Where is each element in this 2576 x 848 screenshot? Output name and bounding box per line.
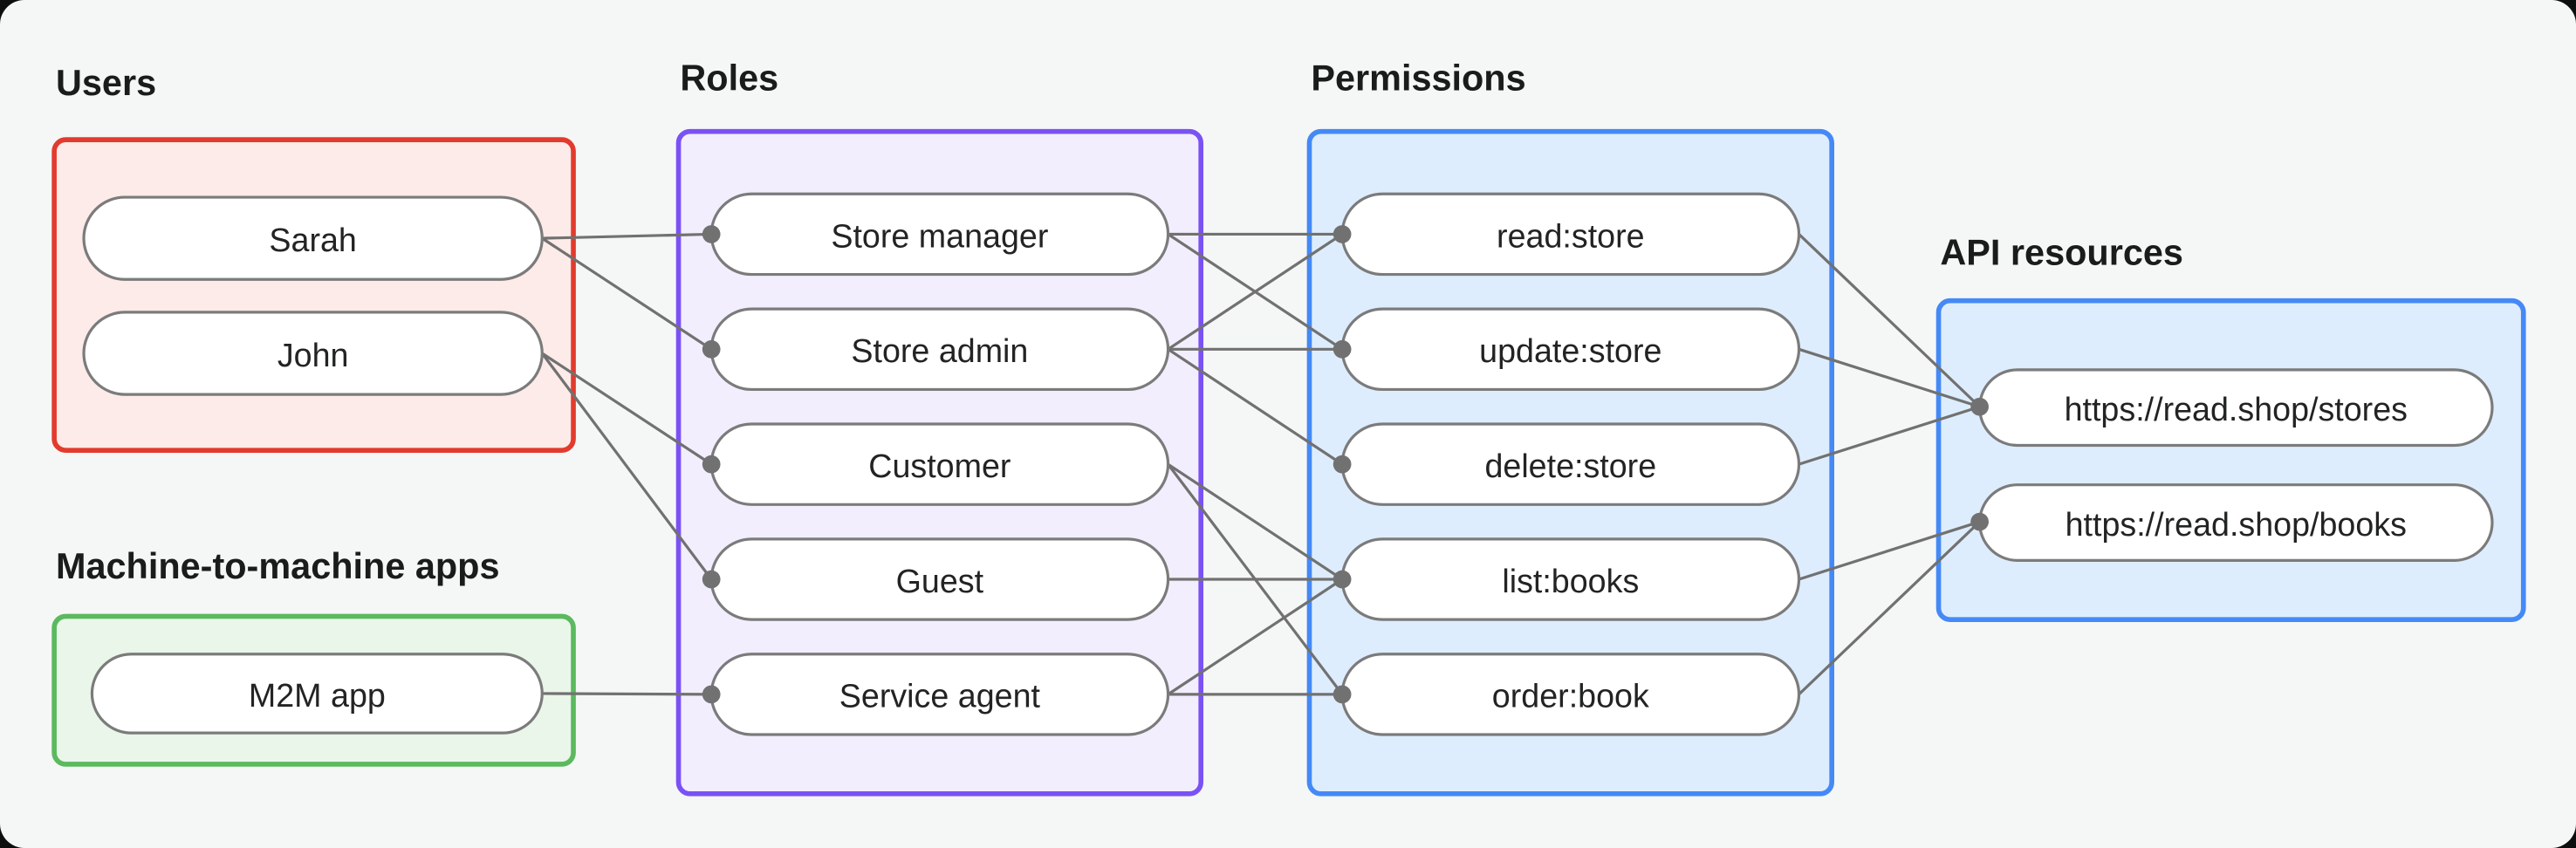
edge-sarah-store-manager	[542, 232, 712, 240]
node-store-admin-label: Store admin	[851, 332, 1028, 369]
connection-dot-update-store	[1333, 339, 1352, 359]
connection-dot-guest	[702, 570, 721, 589]
group-users-label: Users	[56, 62, 156, 103]
node-m2m-app-pill	[90, 653, 544, 735]
group-permissions-label: Permissions	[1311, 58, 1525, 99]
node-books-api: https://read.shop/books	[1977, 483, 2494, 562]
node-read-store: read:store	[1340, 192, 1801, 277]
node-sarah-pill	[82, 195, 544, 281]
node-sarah-label: Sarah	[269, 222, 356, 258]
node-update-store: update:store	[1340, 307, 1801, 392]
node-stores-api: https://read.shop/stores	[1977, 368, 2494, 448]
connection-dot-list-books	[1333, 570, 1352, 589]
edge-store-admin-read-store	[1167, 233, 1344, 351]
node-delete-store-label: delete:store	[1484, 448, 1656, 484]
connection-dot-books-api	[1970, 512, 1989, 531]
node-store-admin: Store admin	[709, 307, 1170, 392]
node-books-api-label: https://read.shop/books	[2066, 506, 2407, 543]
connection-dot-order-book	[1333, 685, 1352, 704]
edge-list-books-books-api	[1798, 520, 1981, 581]
connection-dot-service-agent	[702, 685, 721, 704]
node-read-store-label: read:store	[1497, 217, 1644, 254]
edge-sarah-store-admin	[541, 236, 713, 351]
node-customer-label: Customer	[868, 448, 1011, 484]
edge-delete-store-stores-api	[1798, 405, 1981, 466]
node-list-books: list:books	[1340, 537, 1801, 621]
group-m2m-label: Machine-to-machine apps	[56, 545, 500, 586]
node-update-store-label: update:store	[1479, 332, 1661, 369]
node-m2m-app-label: M2M app	[249, 677, 386, 714]
node-m2m-app: M2M app	[90, 653, 544, 735]
node-stores-api-label: https://read.shop/stores	[2065, 391, 2408, 427]
group-users-box	[51, 137, 576, 453]
connection-dot-delete-store	[1333, 455, 1352, 474]
node-guest: Guest	[709, 537, 1170, 621]
connection-dot-stores-api	[1970, 397, 1989, 416]
edge-customer-list-books	[1167, 462, 1344, 581]
group-api-resources-box	[1935, 297, 2526, 622]
node-order-book-label: order:book	[1492, 678, 1649, 715]
edge-read-store-stores-api	[1798, 233, 1981, 408]
edge-store-admin-delete-store	[1167, 347, 1344, 466]
node-customer: Customer	[709, 422, 1170, 506]
node-store-manager-label: Store manager	[831, 217, 1048, 254]
edge-order-book-books-api	[1798, 520, 1981, 696]
group-api-resources-label: API resources	[1940, 231, 2183, 272]
node-sarah: Sarah	[82, 195, 544, 281]
edge-update-store-stores-api	[1798, 347, 1981, 408]
connection-dot-store-admin	[702, 339, 721, 359]
node-john-label: John	[277, 337, 349, 373]
connection-dot-store-manager	[702, 225, 721, 243]
edge-service-agent-list-books	[1167, 578, 1344, 696]
group-roles-label: Roles	[680, 58, 778, 99]
node-service-agent-label: Service agent	[839, 678, 1041, 715]
node-service-agent: Service agent	[709, 653, 1170, 736]
node-store-manager: Store manager	[709, 192, 1170, 277]
node-john: John	[82, 311, 544, 396]
edge-john-guest	[540, 352, 713, 580]
node-delete-store: delete:store	[1340, 422, 1801, 506]
connection-dot-customer	[702, 455, 721, 474]
node-guest-label: Guest	[896, 563, 984, 599]
node-order-book: order:book	[1340, 653, 1801, 736]
node-list-books-label: list:books	[1502, 563, 1639, 599]
node-john-pill	[82, 311, 544, 396]
edge-john-customer	[541, 352, 713, 466]
connection-dot-read-store	[1333, 225, 1352, 243]
